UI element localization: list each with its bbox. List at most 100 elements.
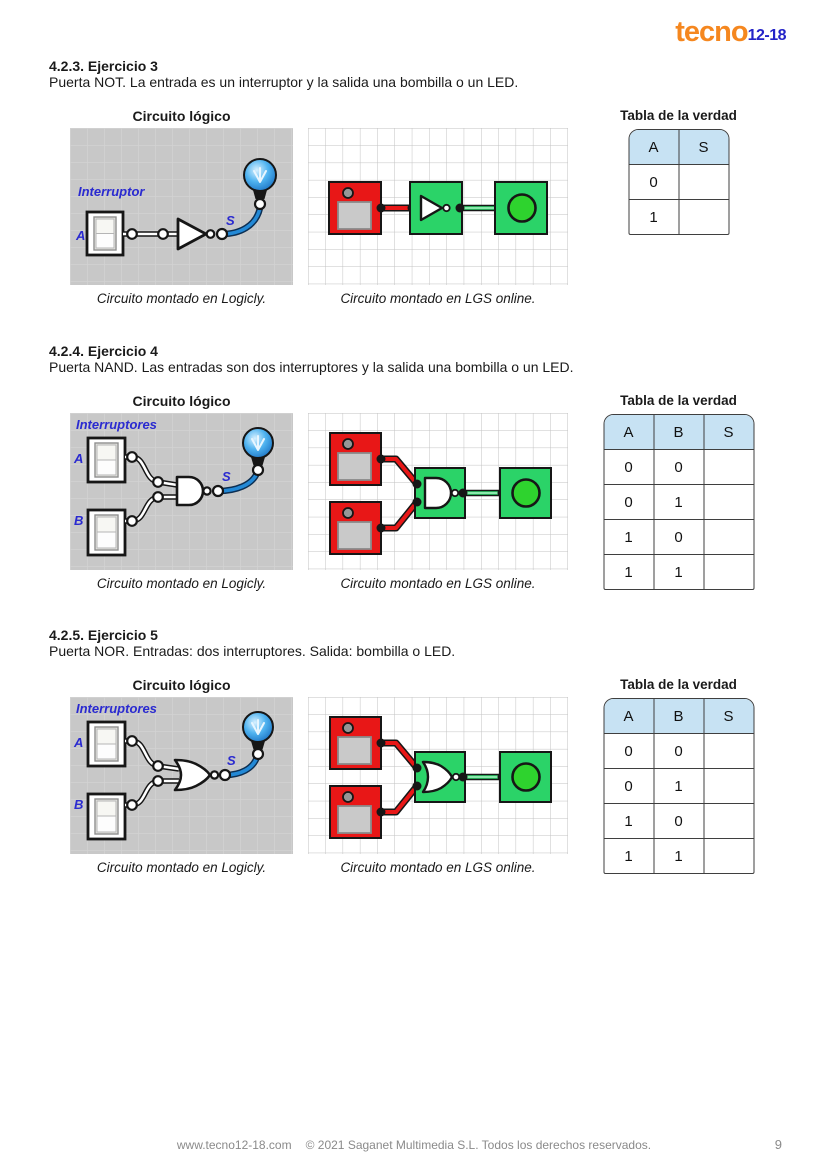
truth-table-title: Tabla de la verdad: [620, 108, 737, 123]
section-ejercicio-3: 4.2.3. Ejercicio 3 Puerta NOT. La entrad…: [0, 58, 828, 358]
truth-table-cell: 1: [604, 839, 654, 873]
output-s-label: S: [226, 213, 235, 228]
truth-table-cell: [704, 520, 753, 555]
input-wire-b: [125, 775, 179, 811]
output-wire: [218, 753, 261, 782]
not-gate: [176, 217, 216, 251]
truth-table-header-cell: A: [629, 130, 679, 165]
exercise-heading: 4.2.5. Ejercicio 5: [49, 627, 158, 643]
input-wire-a: [125, 451, 178, 488]
truth-table-cell: [704, 839, 753, 873]
logicly-not-circuit: Interruptor A: [70, 128, 293, 285]
truth-table-row: 1: [629, 200, 728, 234]
truth-table-header-cell: S: [704, 415, 753, 450]
lgs-nand-circuit: [308, 413, 568, 570]
truth-table-header-cell: B: [654, 415, 704, 450]
truth-table-cell: [704, 804, 753, 839]
input-a-label: A: [73, 735, 83, 750]
truth-table-header-cell: B: [654, 699, 704, 734]
bulb-icon: [243, 158, 277, 211]
green-wire: [458, 772, 507, 782]
truth-table-cell: 1: [629, 200, 679, 234]
switch-b: [86, 792, 127, 841]
nor-gate: [173, 758, 220, 792]
lgs-switch-block: [328, 181, 382, 235]
truth-table-cell: 0: [604, 734, 654, 769]
switch-b: [86, 508, 127, 557]
bulb-icon: [242, 427, 274, 477]
truth-table-title: Tabla de la verdad: [620, 393, 737, 408]
logo-text-sub: 12-18: [747, 27, 787, 44]
lgs-switch-block-b: [329, 501, 382, 555]
truth-table-cell: [704, 485, 753, 520]
truth-table-cell: 1: [604, 555, 654, 589]
output-s-label: S: [222, 469, 231, 484]
logicly-nand-circuit: Interruptores A B: [70, 413, 293, 570]
truth-table-row: 0: [629, 165, 728, 200]
truth-table-cell: 0: [654, 734, 704, 769]
exercise-description: Puerta NOT. La entrada es un interruptor…: [49, 74, 519, 90]
truth-table-title: Tabla de la verdad: [620, 677, 737, 692]
truth-table-header-cell: S: [704, 699, 753, 734]
lgs-switch-block-a: [329, 716, 382, 770]
lgs-led-block: [499, 467, 552, 519]
truth-table-cell: 0: [654, 804, 704, 839]
figure-caption: Circuito montado en Logicly.: [96, 860, 267, 875]
truth-table-cell: [679, 165, 728, 200]
inputs-label: Interruptor: [78, 184, 145, 199]
truth-table-cell: 1: [654, 485, 704, 520]
page-footer: www.tecno12-18.com © 2021 Saganet Multime…: [0, 1138, 828, 1152]
footer-website: www.tecno12-18.com: [176, 1138, 292, 1152]
figure-caption: Circuito montado en LGS online.: [340, 291, 536, 306]
figure-caption: Circuito montado en LGS online.: [340, 576, 536, 591]
footer-copyright: © 2021 Saganet Multimedia S.L. Todos los…: [305, 1138, 652, 1152]
figure-caption: Circuito montado en Logicly.: [96, 291, 267, 306]
output-s-label: S: [227, 753, 236, 768]
lgs-led-block: [494, 181, 548, 235]
tecno-logo: tecno12-18: [675, 16, 786, 49]
figure-title: Circuito lógico: [132, 393, 231, 409]
switch-a: [86, 436, 127, 484]
lgs-switch-block-b: [329, 785, 382, 839]
input-wire-b: [125, 491, 177, 527]
bulb-icon: [242, 711, 274, 761]
input-a-label: A: [75, 228, 85, 243]
truth-table-cell: [679, 200, 728, 234]
truth-table-cell: 1: [654, 555, 704, 589]
lgs-not-circuit: [308, 128, 568, 285]
red-wire-a: [376, 454, 420, 487]
truth-table-cell: 0: [654, 450, 704, 485]
figure-title: Circuito lógico: [132, 677, 231, 693]
truth-table-cell: [704, 734, 753, 769]
figure-title: Circuito lógico: [132, 108, 231, 124]
red-wire-a: [376, 738, 420, 771]
truth-table-cell: 0: [604, 769, 654, 804]
input-wire: [123, 228, 178, 240]
output-wire: [215, 204, 264, 241]
truth-table-cell: [704, 555, 753, 589]
lgs-nand-gate-block: [412, 467, 466, 519]
truth-table-cell: 1: [604, 520, 654, 555]
input-a-label: A: [73, 451, 83, 466]
lgs-not-gate-block: [409, 181, 463, 235]
figure-caption: Circuito montado en LGS online.: [340, 860, 536, 875]
input-b-label: B: [74, 797, 83, 812]
truth-table-cell: 1: [604, 804, 654, 839]
exercise-description: Puerta NOR. Entradas: dos interruptores.…: [49, 643, 456, 659]
output-wire: [211, 469, 261, 498]
switch-a: [86, 720, 127, 768]
page-number: 9: [774, 1137, 782, 1152]
truth-table-cell: 0: [629, 165, 679, 200]
